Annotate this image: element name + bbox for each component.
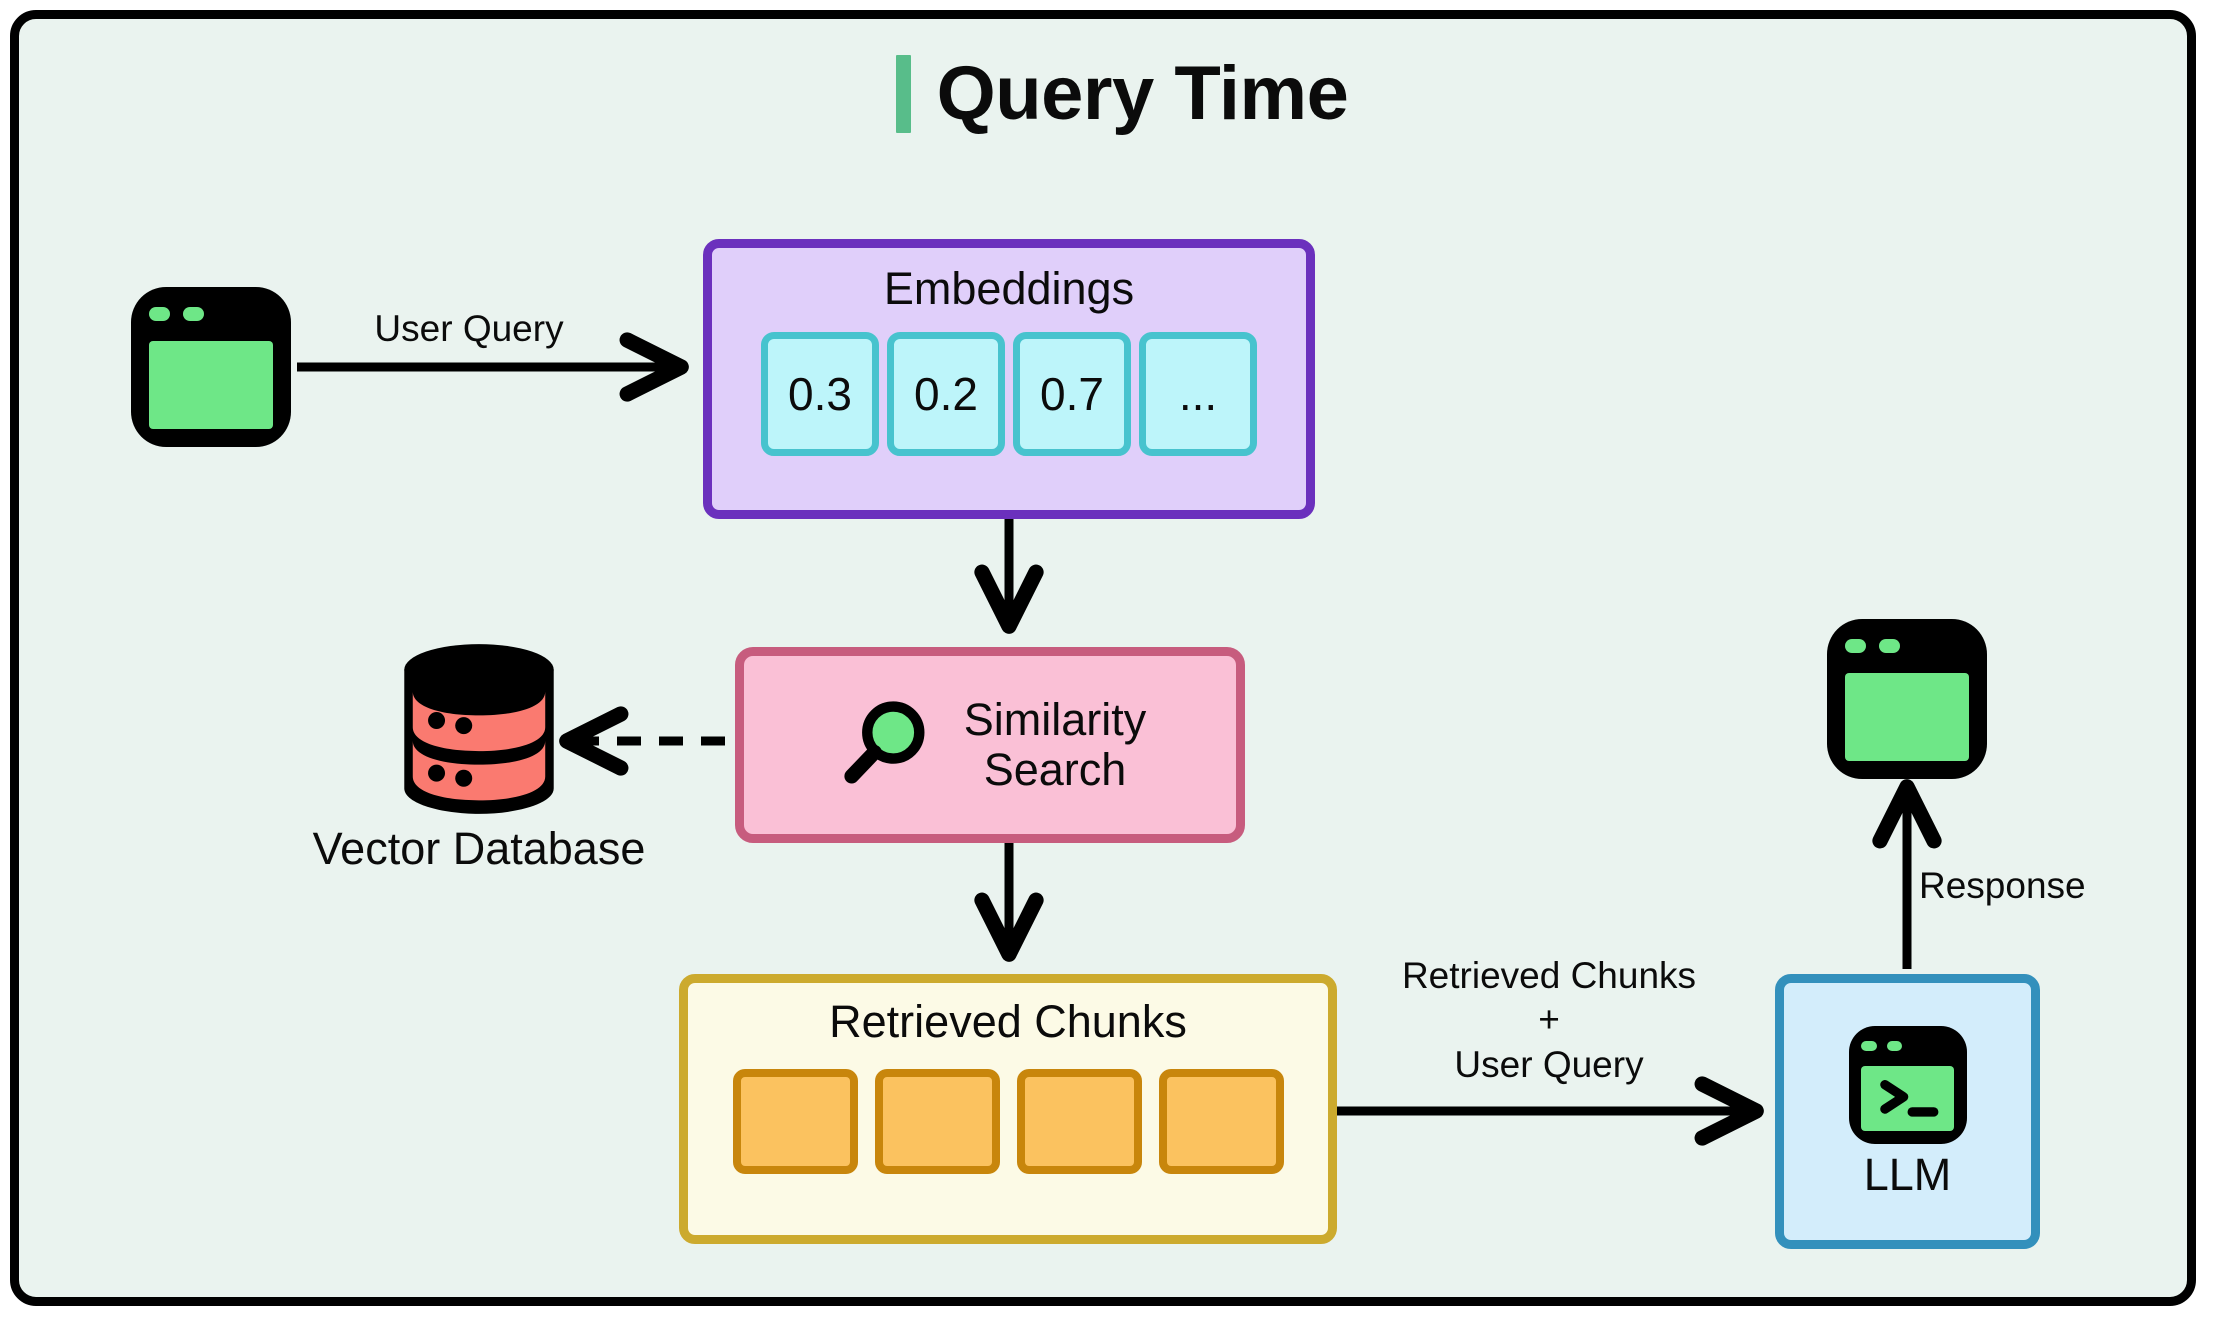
- window-titlebar: [1827, 619, 1987, 673]
- chunk-item: [732, 1068, 858, 1174]
- diagram-canvas: Query Time: [10, 10, 2196, 1306]
- embedding-cell: 0.7: [1013, 331, 1131, 456]
- llm-label: LLM: [1863, 1149, 1952, 1200]
- embedding-cell: 0.3: [761, 331, 879, 456]
- chunk-item: [1158, 1068, 1284, 1174]
- vector-database-node[interactable]: Vector Database: [313, 639, 645, 929]
- edge-label-response: Response: [1919, 865, 2086, 906]
- embeddings-title: Embeddings: [883, 263, 1135, 314]
- response-browser-window[interactable]: [1827, 619, 1987, 779]
- vector-database-label: Vector Database: [312, 823, 646, 874]
- window-titlebar: [1849, 1026, 1967, 1066]
- prompt-caret-icon: [1879, 1080, 1939, 1117]
- terminal-viewport: [1861, 1066, 1954, 1132]
- retrieved-chunks-list: [732, 1068, 1284, 1174]
- edge-label-user-query: User Query: [374, 308, 564, 349]
- chunk-item: [874, 1068, 1000, 1174]
- embedding-cell: ...: [1139, 331, 1257, 456]
- magnifier-icon: [844, 701, 925, 784]
- browser-window-icon: [131, 287, 291, 447]
- window-viewport: [1844, 673, 1970, 762]
- edge-label-chunks-and-query: Retrieved Chunks + User Query: [1401, 955, 1697, 1085]
- user-browser-window[interactable]: [131, 287, 291, 447]
- embeddings-node[interactable]: Embeddings 0.3 0.2 0.7 ...: [703, 239, 1315, 519]
- page-title: Query Time: [19, 55, 2220, 133]
- window-dot: [1878, 639, 1901, 654]
- similarity-search-node[interactable]: Similarity Search: [735, 647, 1245, 843]
- window-titlebar: [131, 287, 291, 341]
- retrieved-chunks-node[interactable]: Retrieved Chunks: [679, 974, 1337, 1244]
- retrieved-chunks-title: Retrieved Chunks: [829, 996, 1187, 1047]
- embedding-cell: 0.2: [887, 331, 1005, 456]
- chunk-item: [1016, 1068, 1142, 1174]
- window-dot: [182, 307, 205, 322]
- title-text: Query Time: [936, 51, 1349, 136]
- terminal-prompt: [1861, 1066, 1953, 1131]
- window-viewport: [148, 341, 274, 430]
- title-accent-bar: [895, 55, 911, 133]
- window-dot: [1861, 1040, 1878, 1052]
- window-dot: [148, 307, 170, 322]
- window-dot: [1886, 1040, 1903, 1052]
- llm-node[interactable]: LLM: [1775, 974, 2040, 1249]
- window-dot: [1844, 639, 1866, 654]
- terminal-window-icon: [1848, 1026, 1967, 1144]
- embeddings-vector: 0.3 0.2 0.7 ...: [761, 331, 1257, 456]
- browser-window-icon: [1827, 619, 1987, 779]
- database-cylinder-icon: [404, 644, 554, 814]
- similarity-search-label: Similarity Search: [963, 693, 1147, 795]
